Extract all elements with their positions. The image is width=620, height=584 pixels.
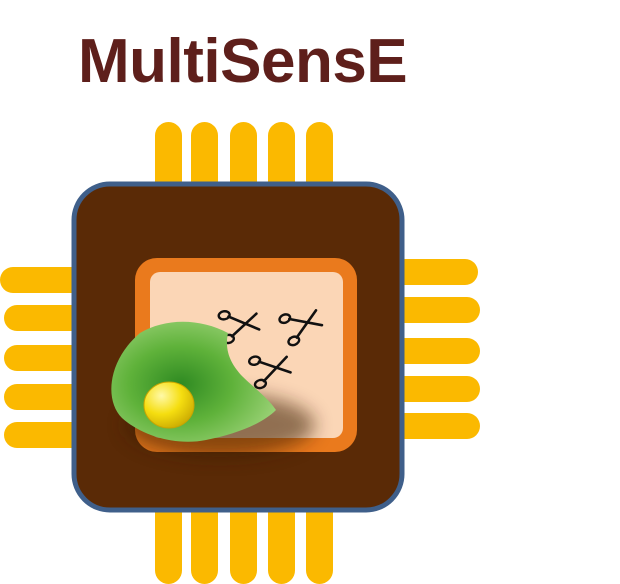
logo-title: MultiSensE [78, 27, 408, 96]
cell-nucleus [143, 381, 195, 429]
